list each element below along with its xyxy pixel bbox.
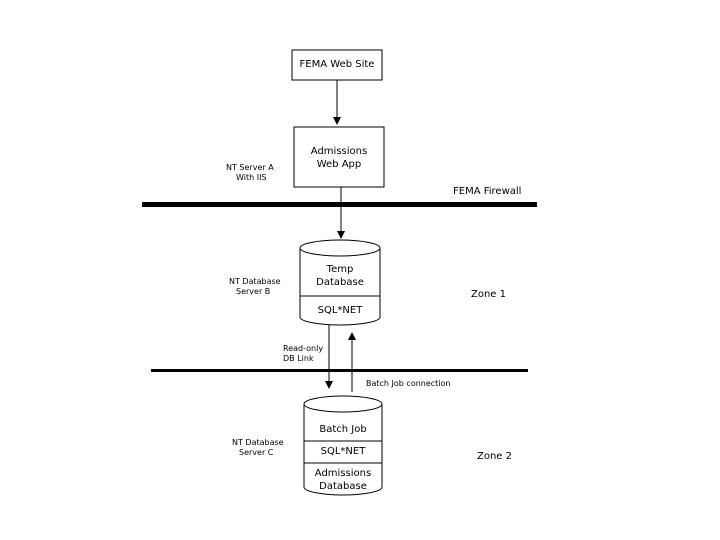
temp-database-cylinder (299, 239, 381, 326)
admissions-web-app-line1: Admissions (310, 146, 368, 157)
temp-database-line2: Database (316, 276, 364, 288)
admissions-database-cylinder (303, 395, 383, 496)
server-b-line1: NT Database (229, 277, 281, 286)
server-c-label: NT Database Server C (232, 438, 284, 458)
admissions-database-label: Admissions Database (304, 468, 382, 493)
admissions-web-app-label: Admissions Web App (294, 146, 384, 171)
batch-job-connection-label: Batch Job connection (366, 379, 451, 388)
admissions-web-app-box (293, 126, 385, 188)
fema-firewall-label: FEMA Firewall (453, 186, 522, 197)
server-b-line2: Server B (236, 287, 271, 296)
fema-web-site-label: FEMA Web Site (299, 59, 375, 70)
batch-job-label: Batch Job (319, 424, 367, 435)
admissions-database-line2: Database (319, 480, 367, 492)
admissions-sqlnet-label: SQL*NET (320, 446, 366, 457)
server-a-label: NT Server A With IIS (226, 163, 274, 183)
readonly-db-link-line2: DB Link (283, 354, 314, 363)
readonly-db-link-line1: Read-only (283, 344, 324, 353)
server-a-line2: With IIS (236, 173, 267, 182)
server-a-line1: NT Server A (226, 163, 274, 172)
temp-database-line1: Temp (326, 264, 354, 275)
fema-web-site-box (291, 49, 383, 81)
server-c-line2: Server C (239, 448, 274, 457)
temp-sqlnet-label: SQL*NET (317, 305, 363, 316)
zone1-label: Zone 1 (471, 289, 506, 300)
admissions-database-line1: Admissions (314, 468, 372, 479)
temp-database-label: Temp Database (300, 264, 380, 289)
admissions-web-app-line2: Web App (316, 158, 362, 170)
readonly-db-link-label: Read-only DB Link (283, 344, 323, 364)
server-c-line1: NT Database (232, 438, 284, 447)
zone2-label: Zone 2 (477, 451, 512, 462)
server-b-label: NT Database Server B (229, 277, 281, 297)
